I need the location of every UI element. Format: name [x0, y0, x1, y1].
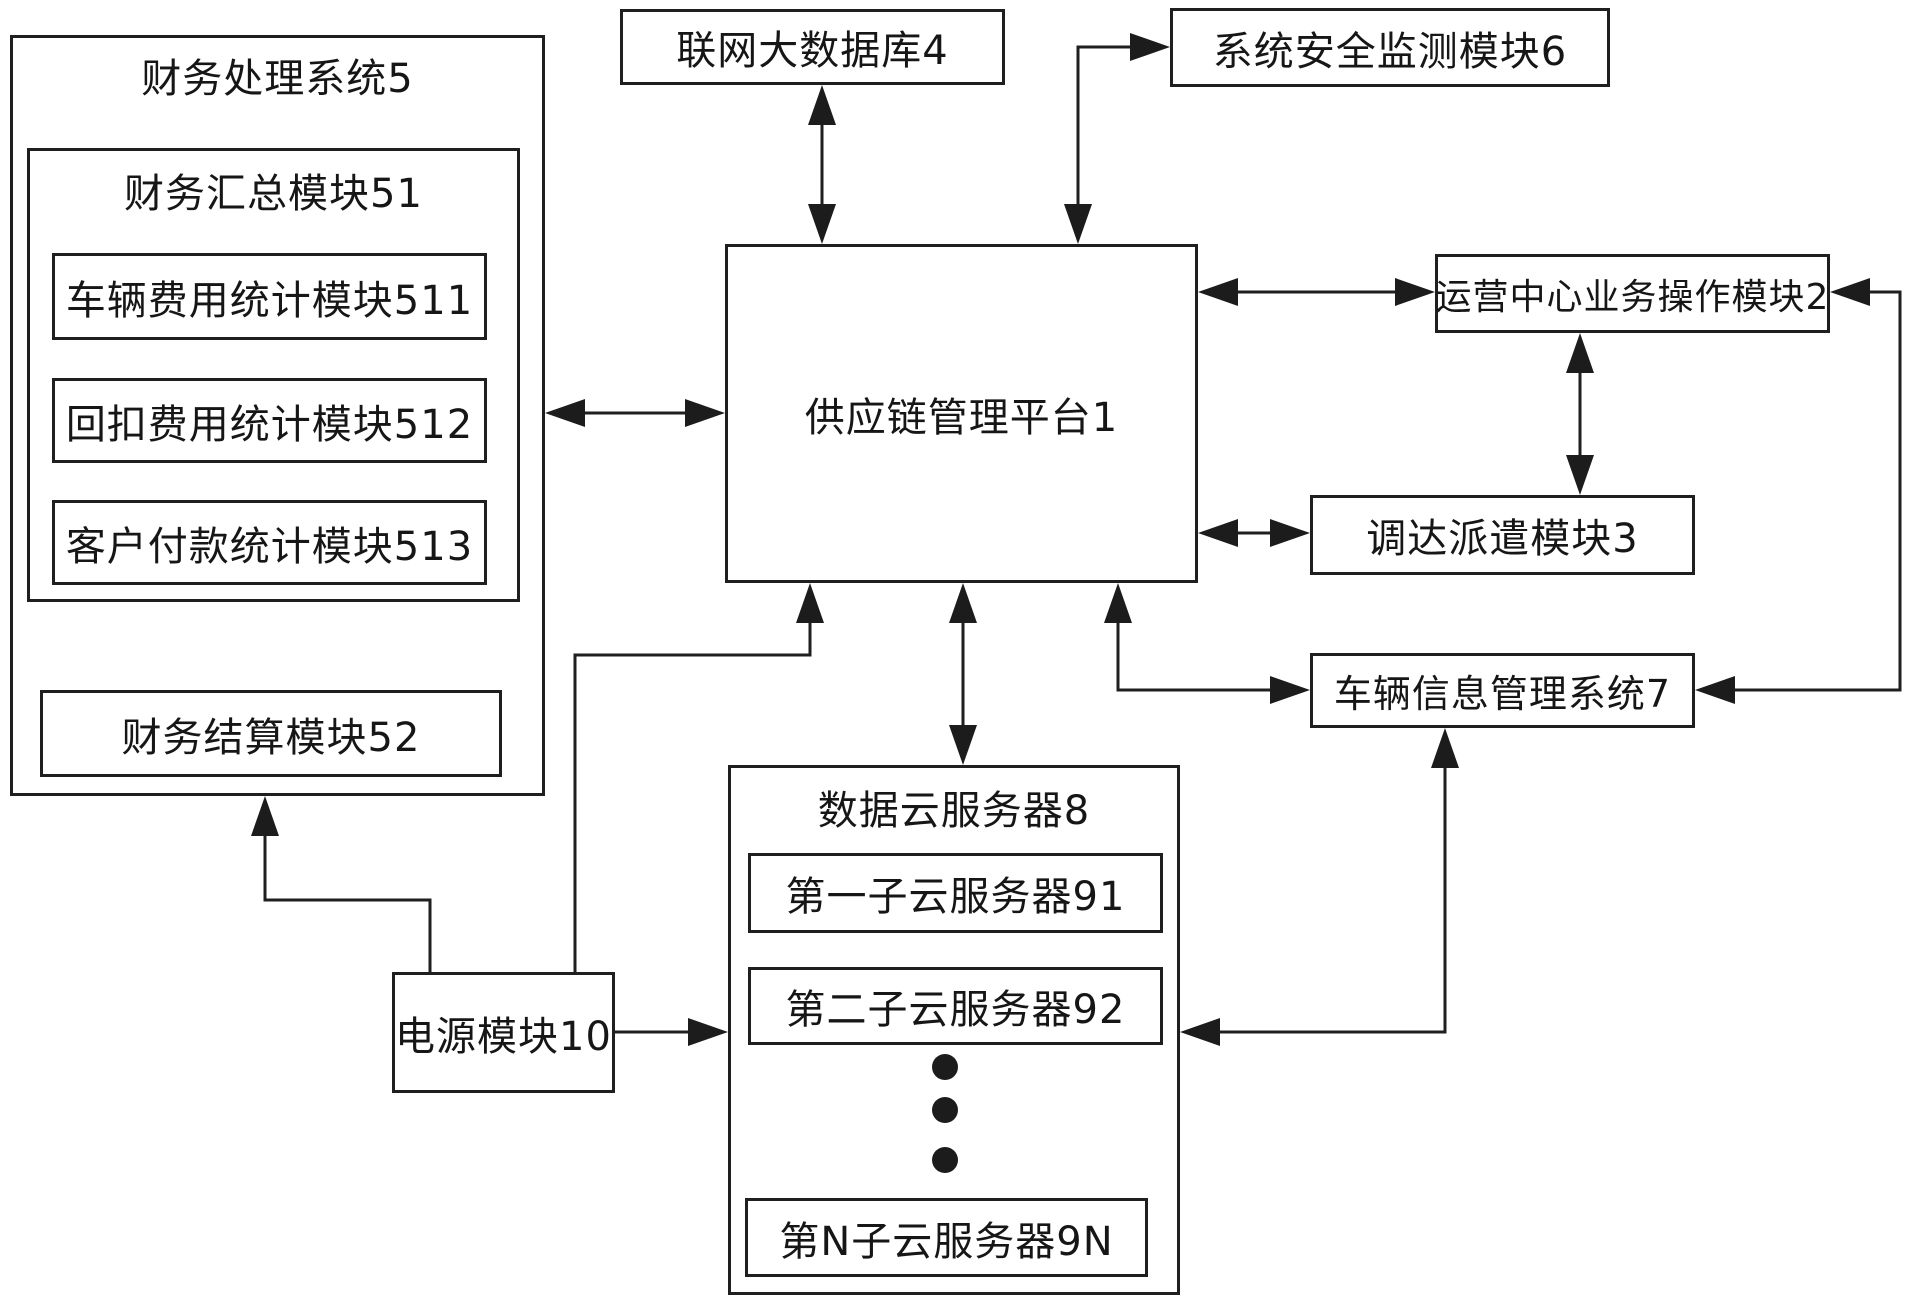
label-vehicle-cost-511: 车辆费用统计模块511	[65, 277, 474, 324]
ellipsis-dot-2	[932, 1097, 958, 1123]
box-vehicle-info-system-7	[1310, 653, 1695, 728]
label-vehicle-info-system-7: 车辆信息管理系统7	[1333, 672, 1672, 716]
connector-platform1-operation2	[1198, 278, 1435, 306]
box-sub-cloud-server-9N	[745, 1198, 1148, 1277]
connector-platform1-dispatch3	[1198, 519, 1310, 547]
label-customer-payment-513: 客户付款统计模块513	[65, 523, 474, 570]
label-sub-cloud-server-92: 第二子云服务器92	[785, 987, 1126, 1033]
connector-power10-to-platform1	[573, 583, 824, 972]
label-power-module-10: 电源模块10	[395, 1013, 612, 1060]
ellipsis-dot-3	[932, 1147, 958, 1173]
label-finance-system-5: 财务处理系统5	[141, 56, 414, 102]
box-power-module-10	[392, 972, 615, 1093]
label-security-monitor-6: 系统安全监测模块6	[1212, 28, 1568, 75]
connector-power10-to-server8	[615, 1018, 728, 1046]
connector-database4-platform1	[808, 85, 836, 244]
box-rebate-cost-512	[52, 378, 487, 463]
label-dispatch-module-3: 调达派遣模块3	[1366, 516, 1639, 562]
connector-platform1-vehicle7	[1104, 583, 1310, 704]
label-sub-cloud-server-91: 第一子云服务器91	[785, 874, 1126, 920]
label-rebate-cost-512: 回扣费用统计模块512	[65, 401, 474, 448]
box-customer-payment-513	[52, 500, 487, 585]
box-security-monitor-6	[1170, 8, 1610, 87]
connector-operation2-dispatch3	[1566, 333, 1594, 495]
box-operation-center-2	[1435, 254, 1830, 333]
box-supply-chain-platform-1	[725, 244, 1198, 583]
connector-platform1-server8	[949, 583, 977, 765]
label-finance-summary-51: 财务汇总模块51	[124, 171, 423, 217]
connector-power10-to-finance5	[251, 796, 432, 972]
connector-finance5-platform1	[545, 399, 725, 427]
box-internet-database-4	[620, 9, 1005, 85]
box-sub-cloud-server-91	[748, 853, 1163, 933]
label-operation-center-2: 运营中心业务操作模块2	[1435, 276, 1830, 318]
box-finance-system-5	[10, 35, 545, 796]
label-internet-database-4: 联网大数据库4	[676, 28, 949, 74]
box-finance-settlement-52	[40, 690, 502, 777]
connector-vehicle7-server8	[1180, 728, 1459, 1046]
label-data-cloud-server-8: 数据云服务器8	[817, 788, 1091, 834]
box-finance-summary-51	[27, 148, 520, 602]
connector-platform1-security6	[1064, 33, 1170, 244]
box-dispatch-module-3	[1310, 495, 1695, 575]
label-finance-settlement-52: 财务结算模块52	[121, 714, 421, 761]
label-sub-cloud-server-9N: 第N子云服务器9N	[779, 1218, 1114, 1265]
ellipsis-dot-1	[932, 1054, 958, 1080]
box-vehicle-cost-511	[52, 253, 487, 340]
connector-rightrail-operation2-vehicle7	[1695, 278, 1902, 704]
box-sub-cloud-server-92	[748, 967, 1163, 1045]
label-supply-chain-platform-1: 供应链管理平台1	[804, 394, 1119, 441]
